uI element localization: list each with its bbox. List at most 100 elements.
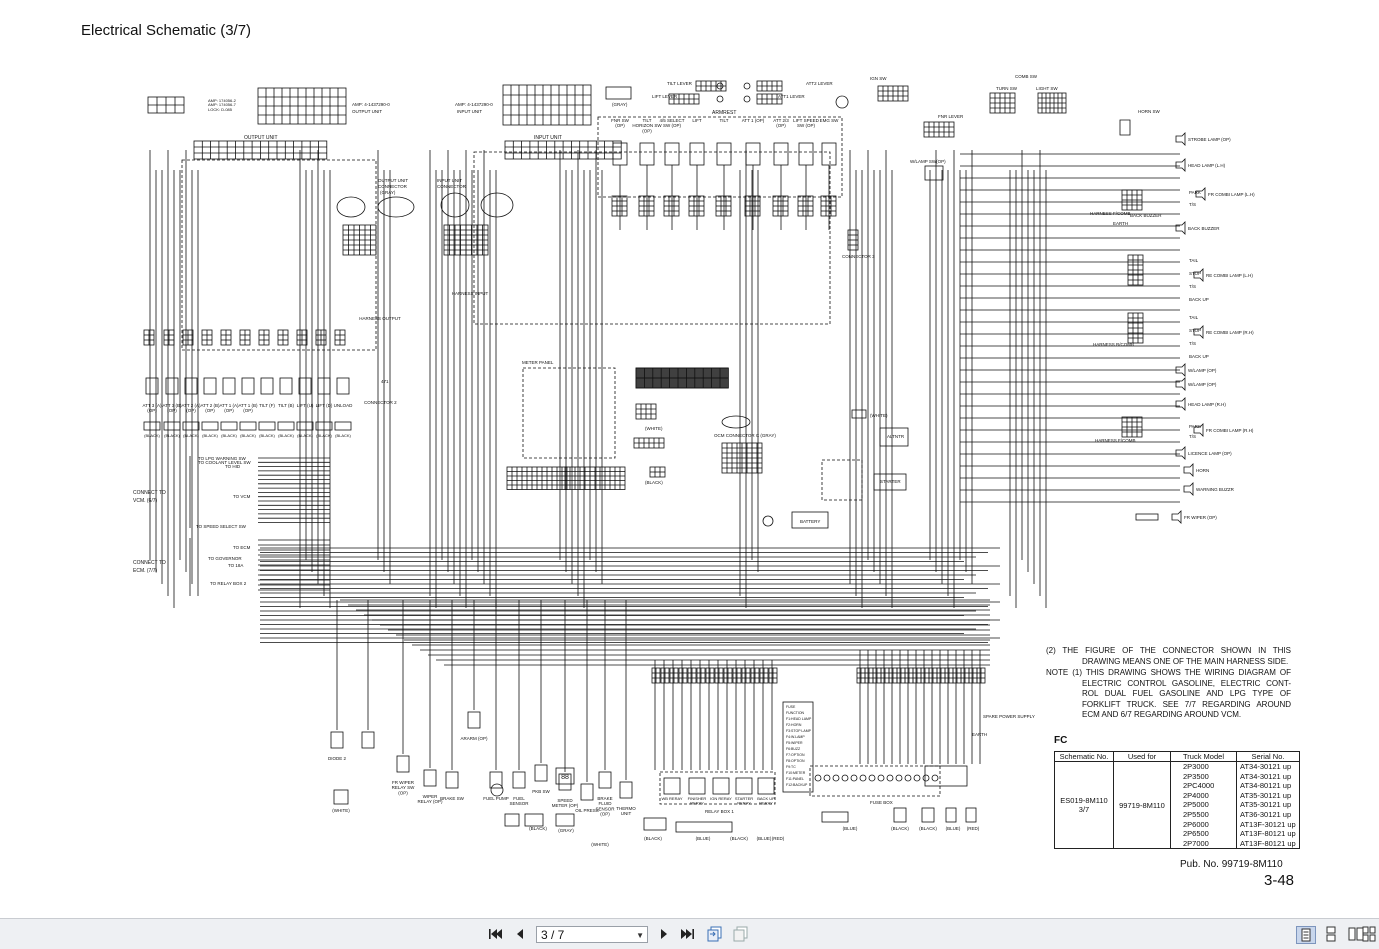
two-page-view-icon[interactable] — [1347, 926, 1365, 942]
label: STOP — [1189, 328, 1201, 333]
label: TO SPEED SELECT SW — [196, 524, 247, 529]
label: (BLACK) — [529, 826, 547, 831]
page-number-select[interactable]: 3 / 7 ▼ — [536, 926, 648, 943]
label: TO COOLANT LEVEL SW — [198, 460, 251, 465]
switch-label: SW (OP) — [663, 123, 681, 128]
relay-label: STARTER — [735, 796, 753, 801]
switch-label: FNR SW — [611, 118, 630, 123]
connector-block — [821, 811, 849, 823]
publication-number: Pub. No. 99719-8M110 — [1180, 859, 1283, 870]
switch-label: (OP) — [776, 123, 786, 128]
switch-label: TILT — [720, 118, 729, 123]
component-block — [512, 771, 526, 789]
label: EARTH — [1113, 221, 1128, 226]
valve-label: ATT 2 (A) — [181, 403, 201, 408]
next-page-icon[interactable] — [655, 925, 673, 943]
label: FUNCTION — [786, 711, 805, 715]
lamp-icon — [1175, 363, 1186, 377]
label: VCM. (6/7) — [133, 498, 158, 504]
label: TO GOVERNOR — [208, 556, 242, 561]
speed-meter-box — [555, 767, 575, 785]
label: (BLACK) — [891, 826, 909, 831]
connector-block — [143, 421, 161, 431]
go-forward-view-icon[interactable] — [732, 925, 750, 943]
valve-block — [279, 377, 293, 395]
color-tag: (BLACK) — [240, 433, 256, 438]
connector-block — [336, 196, 366, 218]
pump-icon — [490, 783, 504, 797]
switch-block — [664, 142, 680, 166]
component-label: RELAY SW — [392, 785, 416, 790]
lamp-label: FR COMBI LAMP (L.H) — [1208, 192, 1255, 197]
valve-label: LIFT (D) — [316, 403, 333, 408]
lamp-icon — [1183, 463, 1194, 477]
lamp-icon — [1183, 482, 1194, 496]
connector-block — [440, 192, 470, 218]
label: T/S — [1189, 341, 1196, 346]
component-label: UNIT — [621, 811, 632, 816]
reference-table: Schematic No. Used for Truck Model Seria… — [1054, 751, 1300, 850]
label: (BLACK) — [919, 826, 937, 831]
single-page-view-icon[interactable] — [1296, 926, 1316, 944]
valve-label: (OP) — [147, 408, 157, 413]
label: TURN SW — [996, 86, 1018, 91]
relay-block — [688, 777, 706, 795]
connector-block — [377, 196, 415, 218]
lamp-label: BACK BUZZER — [1188, 226, 1220, 231]
valve-block — [317, 377, 331, 395]
relay-box — [821, 459, 863, 501]
go-back-view-icon[interactable] — [706, 925, 724, 943]
component-block — [534, 764, 548, 782]
reference-heading: FC — [1054, 735, 1068, 746]
connector-block — [605, 86, 632, 100]
cell-used-for: 99719-8M110 — [1113, 760, 1171, 850]
connector-block — [643, 817, 667, 831]
first-page-icon[interactable] — [486, 925, 504, 943]
connector-block — [851, 409, 867, 419]
col-truck-model: Truck Model — [1170, 751, 1237, 762]
connector-block — [716, 95, 724, 103]
color-tag: (BLACK) — [164, 433, 180, 438]
valve-block — [241, 377, 255, 395]
valve-block — [260, 377, 274, 395]
component-label: SPEED — [557, 798, 573, 803]
label: SPARE POWER SUPPLY — [983, 714, 1035, 719]
switch-label: HORIZON SW — [632, 123, 662, 128]
label: TO HID — [225, 464, 241, 469]
connector-block — [524, 813, 544, 827]
valve-block — [336, 377, 350, 395]
lamp-label: STROBE LAMP (OP) — [1188, 137, 1231, 142]
connector-block — [239, 421, 257, 431]
color-tag: (BLACK) — [297, 433, 313, 438]
switch-label: LIFT — [692, 118, 702, 123]
continuous-view-icon[interactable] — [1322, 926, 1340, 942]
label: CONNECTOR — [437, 184, 467, 189]
valve-label: (OP) — [205, 408, 215, 413]
harness-output-label: HARNESS OUTPUT — [359, 316, 401, 321]
speed-meter-digits: 88 — [561, 774, 569, 781]
last-page-icon[interactable] — [679, 925, 697, 943]
switch-block — [745, 142, 761, 166]
two-page-continuous-icon[interactable] — [1362, 926, 1379, 942]
label: HARNESS F/COMB — [1090, 211, 1131, 216]
connector-block — [277, 421, 295, 431]
relay-label: WB RERAY — [661, 796, 682, 801]
key-icon — [835, 95, 849, 109]
ground-icon — [762, 515, 774, 527]
label: FUSE — [786, 705, 796, 709]
connector-block — [675, 821, 733, 833]
component-block — [580, 783, 594, 801]
lamp-label: HEAD LAMP (R.H) — [1188, 402, 1226, 407]
label: (BLACK) — [730, 836, 748, 841]
component-label: RELAY (OP) — [417, 799, 443, 804]
input-unit-label: INPUT UNIT — [534, 135, 562, 141]
cell-serial-nos: AT34-30121 up AT34-30121 up AT34-80121 u… — [1236, 760, 1300, 850]
switch-label: ATT 1 (OP) — [742, 118, 765, 123]
label: F2:HORN — [786, 723, 802, 727]
prev-page-icon[interactable] — [511, 925, 529, 943]
viewer-toolbar: 3 / 7 ▼ — [0, 918, 1379, 949]
label: FUSE BOX — [870, 800, 893, 805]
switch-label: ATT 2/3 — [773, 118, 789, 123]
component-label: DIODE 2 — [328, 756, 347, 761]
switch-label: LIFT SPEED — [793, 118, 819, 123]
